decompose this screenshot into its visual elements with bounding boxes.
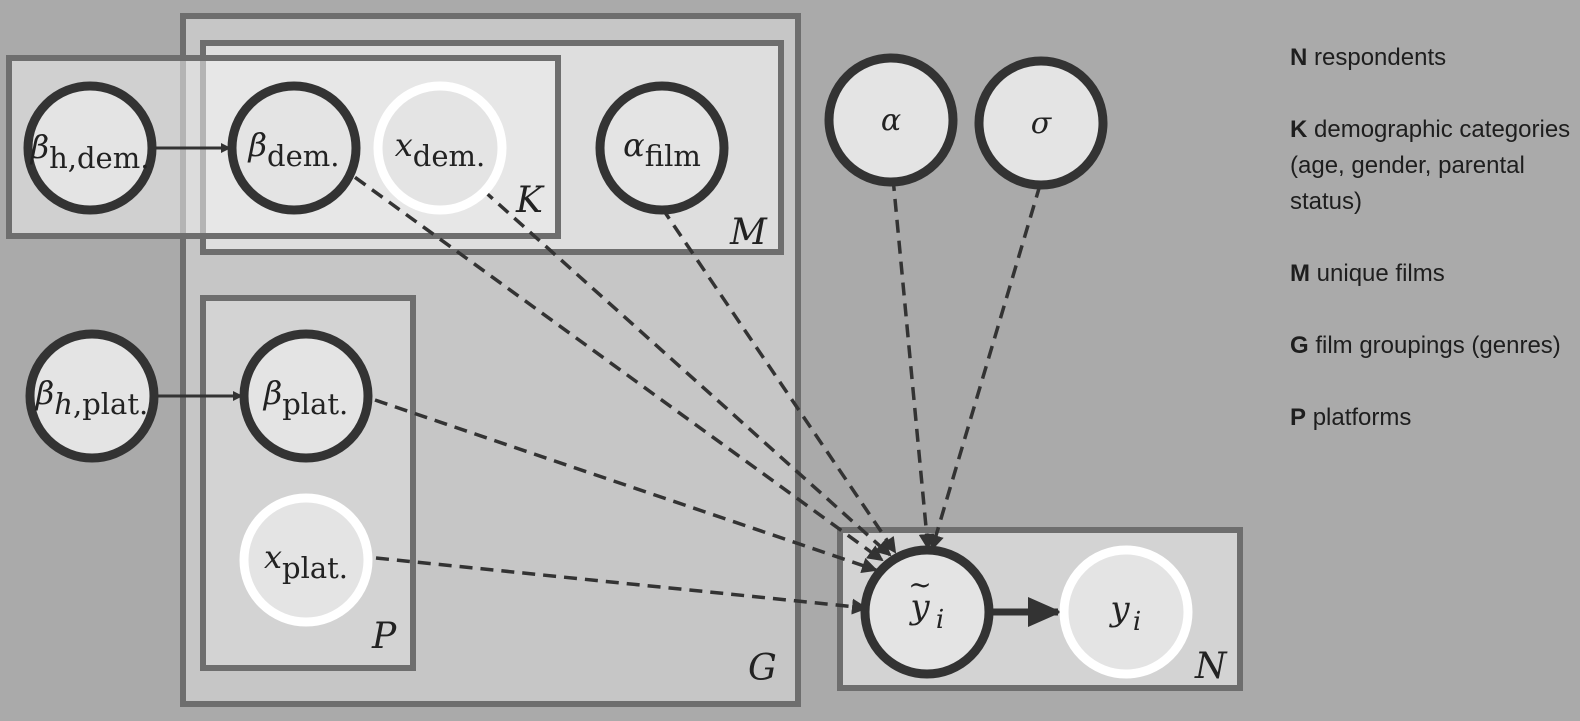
node-beta-plat: βplat. xyxy=(239,329,373,463)
node-alpha: α xyxy=(824,53,958,187)
svg-text:i: i xyxy=(1133,607,1141,637)
svg-text:xdem.: xdem. xyxy=(395,126,486,173)
legend-text: demographic categories (age, gender, par… xyxy=(1290,116,1571,215)
plate-label-n: N xyxy=(1194,646,1228,687)
node-sigma: σ xyxy=(974,56,1108,190)
legend-key: N xyxy=(1290,44,1308,71)
legend-key: G xyxy=(1290,332,1309,359)
plate-label-m: M xyxy=(729,212,768,253)
node-y: y i xyxy=(1059,545,1193,679)
legend-key: P xyxy=(1290,404,1307,431)
node-alpha-film: αfilm xyxy=(595,81,729,215)
legend-text: platforms xyxy=(1312,404,1412,431)
edge-x-dem-to-y-tilde xyxy=(481,188,892,557)
svg-text:βdem.: βdem. xyxy=(248,126,340,173)
edge-alpha-to-y-tilde xyxy=(891,177,935,550)
legend: N respondents K demographic categories (… xyxy=(1290,40,1575,472)
plate-label-k: K xyxy=(515,180,545,221)
svg-text:~: ~ xyxy=(908,568,931,601)
svg-text:αfilm: αfilm xyxy=(623,126,701,173)
svg-text:βplat.: βplat. xyxy=(263,374,349,421)
svg-text:xplat.: xplat. xyxy=(264,538,348,585)
node-beta-h-dem: βh,dem. xyxy=(23,81,157,215)
svg-text:i: i xyxy=(936,605,944,635)
plate-label-p: P xyxy=(371,616,397,657)
svg-text:σ: σ xyxy=(1031,106,1053,141)
legend-text: unique films xyxy=(1316,260,1445,287)
edge-x-plat-to-y-tilde xyxy=(375,556,868,615)
legend-item-g: G film groupings (genres) xyxy=(1290,328,1575,364)
legend-item-k: K demographic categories (age, gender, p… xyxy=(1290,112,1575,220)
legend-item-n: N respondents xyxy=(1290,40,1575,76)
edge-beta-plat-to-y-tilde xyxy=(374,398,878,574)
node-x-plat: xplat. xyxy=(239,493,373,627)
legend-key: M xyxy=(1290,260,1310,287)
legend-item-m: M unique films xyxy=(1290,256,1575,292)
node-beta-h-plat: βh,plat. xyxy=(25,329,159,463)
svg-text:y: y xyxy=(1108,589,1130,629)
svg-text:y: y xyxy=(908,587,930,627)
legend-item-p: P platforms xyxy=(1290,400,1575,436)
plate-label-g: G xyxy=(748,648,777,689)
edge-beta-dem-to-y-tilde xyxy=(336,163,884,562)
edge-alpha-film-to-y-tilde xyxy=(660,207,897,554)
legend-key: K xyxy=(1290,116,1308,143)
svg-text:βh,dem.: βh,dem. xyxy=(30,128,150,175)
node-x-dem: xdem. xyxy=(373,81,507,215)
node-beta-dem: βdem. xyxy=(227,81,361,215)
edge-sigma-to-y-tilde xyxy=(928,184,1042,551)
svg-text:α: α xyxy=(881,103,901,138)
legend-text: film groupings (genres) xyxy=(1315,332,1561,359)
legend-text: respondents xyxy=(1314,44,1447,71)
node-y-tilde: y ~ i xyxy=(860,545,994,679)
svg-text:βh,plat.: βh,plat. xyxy=(35,374,148,421)
